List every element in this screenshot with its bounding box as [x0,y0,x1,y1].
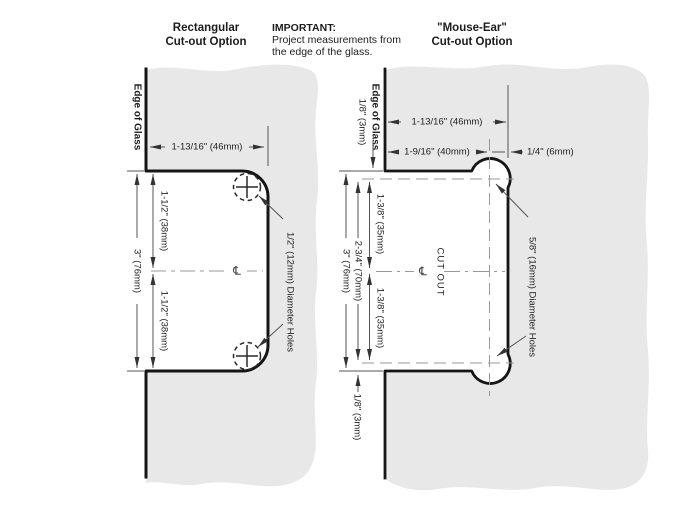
holes-diameter-label: 1/2" (12mm) Diameter Holes [285,232,296,352]
dim-width-offset-6mm: 1/4" (6mm) [492,147,574,158]
dim-width-to-center-label: 1-9/16" (40mm) [404,147,470,158]
mouse-ear-cutout-diagram: Edge of Glass 1-13/16" (46mm) 1-9/16" (4… [339,64,650,491]
hole-marker-bottom [232,341,262,371]
leader-line [258,195,284,220]
dim-height-lower-label: 1-3/8" (35mm) [375,288,386,348]
holes-diameter-label: 5/8" (16mm) Diameter Holes [527,237,538,357]
centerline-symbol: ℄ [232,264,241,278]
horizontal-centerline: ℄ CUT OUT [376,247,505,297]
dim-height-lower-label: 1-1/2" (38mm) [159,291,170,351]
left-diagram-title-line2: Cut-out Option [165,36,246,48]
dim-width-total-label: 1-13/16" (46mm) [412,117,483,128]
holes-callout: 5/8" (16mm) Diameter Holes [495,183,538,357]
dim-half-spans-35mm: 1-3/8" (35mm) 1-3/8" (35mm) [367,182,386,360]
dim-between-centers-70mm: 2-3/4" (70mm) [353,182,364,360]
right-diagram-title-line1: "Mouse-Ear" [437,22,507,34]
dim-height-total-label: 3" (76mm) [132,249,143,293]
dim-half-heights-38mm: 1-1/2" (38mm) 1-1/2" (38mm) [150,174,170,368]
leader-line [495,183,529,218]
dim-edge-offset-top-label: 1/8" (3mm) [357,99,368,146]
glass-edge-and-cutout-outline [383,67,512,480]
hole-circle [232,341,262,371]
dim-height-76mm: 3" (76mm) [132,174,143,368]
dim-width-label: 1-13/16" (46mm) [172,142,243,153]
dim-width-46mm: 1-13/16" (46mm) [150,126,269,166]
dim-height-total-label: 3" (76mm) [341,249,352,293]
dim-width-to-center-40mm: 1-9/16" (40mm) [388,147,487,158]
leader-line [496,335,527,357]
rectangular-cutout-diagram: Edge of Glass 1-13/16" (46mm) 3" (76mm) … [127,64,319,487]
header: Rectangular Cut-out Option IMPORTANT: Pr… [165,22,512,58]
dim-height-upper-label: 1-3/8" (35mm) [375,194,386,254]
dim-edge-offset-bottom-label: 1/8" (3mm) [352,394,363,441]
dim-height-76mm: 3" (76mm) [341,174,352,368]
important-label: IMPORTANT: [272,22,336,34]
centerline-symbol: ℄ [418,265,427,279]
dim-height-upper-label: 1-1/2" (38mm) [159,191,170,251]
hole-circle [232,172,262,202]
dim-width-total-46mm: 1-13/16" (46mm) [388,85,509,158]
left-diagram-title-line1: Rectangular [173,22,240,34]
dim-edge-offset-bottom-3mm: 1/8" (3mm) [352,375,363,440]
hole-marker-top [232,172,262,202]
dim-edge-offset-top-3mm: 1/8" (3mm) [357,99,376,168]
holes-callout: 1/2" (12mm) Diameter Holes [257,195,296,352]
right-diagram-title-line2: Cut-out Option [431,36,512,48]
leader-line [257,323,284,348]
horizontal-centerline: ℄ [151,264,263,278]
edge-of-glass-label: Edge of Glass [370,84,381,151]
dim-width-offset-label: 1/4" (6mm) [527,147,574,158]
cutout-label: CUT OUT [435,247,446,296]
important-note-line2: the edge of the glass. [272,46,372,58]
edge-of-glass-label: Edge of Glass [132,84,143,151]
dim-between-centers-label: 2-3/4" (70mm) [353,241,364,301]
important-note-line1: Project measurements from [272,34,401,46]
